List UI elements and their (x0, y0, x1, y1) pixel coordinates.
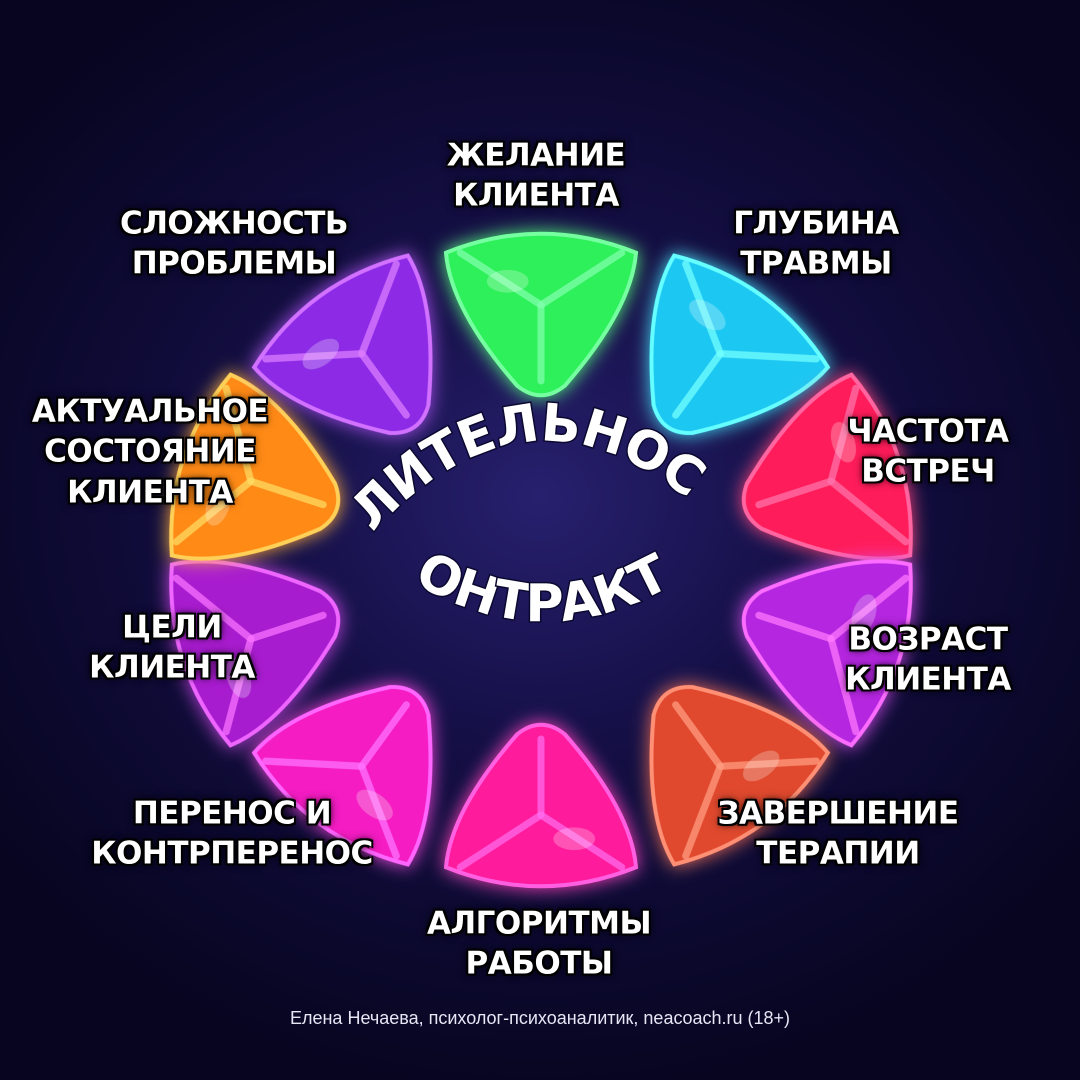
gem-highlight (205, 485, 231, 526)
gem-facet (672, 350, 724, 419)
gem-facet (247, 477, 327, 509)
gem-facet (358, 260, 400, 358)
gem-highlight (553, 827, 596, 851)
gem-facet (247, 611, 327, 643)
gem-trauma (649, 253, 831, 435)
gem-facet (755, 611, 835, 643)
gem-facet (672, 701, 724, 770)
gem-highlight (830, 422, 857, 463)
gem-facet (358, 350, 410, 419)
gem-facet (172, 574, 255, 643)
label-desire: ЖЕЛАНИЕ КЛИЕНТА (446, 137, 626, 214)
gem-highlight (302, 338, 340, 370)
gem-highlight (689, 299, 726, 331)
gem-highlight (851, 594, 877, 635)
author-credit: Елена Нечаева, психолог-психоаналитик, n… (289, 1008, 791, 1028)
gem-highlight (486, 269, 529, 293)
gem-complexity (251, 253, 433, 435)
label-algorithms: АЛГОРИТМЫ РАБОТЫ (426, 905, 652, 982)
gem-algorithms (443, 722, 639, 889)
gem-facet (262, 757, 366, 770)
gem-facet (537, 249, 626, 309)
gem-facet (827, 635, 860, 736)
gem-facet (716, 350, 820, 363)
gem-highlight (225, 657, 252, 698)
gem-facet (222, 384, 255, 485)
gem-facet (755, 477, 835, 509)
label-goals: ЦЕЛИ КЛИЕНТА (89, 609, 255, 686)
gem-transfer (251, 685, 433, 867)
label-frequency: ЧАСТОТА ВСТРЕЧ (847, 413, 1009, 490)
gem-highlight (742, 750, 780, 782)
label-ending: ЗАВЕРШЕНИЕ ТЕРАПИИ (717, 795, 959, 872)
gem-ending (649, 685, 831, 867)
gem-state (169, 372, 341, 561)
label-state: АКТУАЛЬНОЕ СОСТОЯНИЕ КЛИЕНТА (31, 393, 269, 511)
gem-facet (827, 477, 910, 546)
label-trauma: ГЛУБИНА ТРАВМЫ (733, 205, 899, 282)
gem-highlight (356, 789, 393, 821)
gem-desire (443, 231, 639, 398)
label-age: ВОЗРАСТ КЛИЕНТА (845, 621, 1011, 698)
gem-facet (682, 762, 724, 860)
label-transfer: ПЕРЕНОС И КОНТРПЕРЕНОС (91, 795, 373, 872)
label-complexity: СЛОЖНОСТЬ ПРОБЛЕМЫ (119, 205, 349, 282)
gem-age (741, 559, 913, 748)
gem-facet (358, 701, 410, 770)
gem-facet (456, 811, 545, 871)
gem-goals (169, 559, 341, 748)
gem-frequency (741, 372, 913, 561)
